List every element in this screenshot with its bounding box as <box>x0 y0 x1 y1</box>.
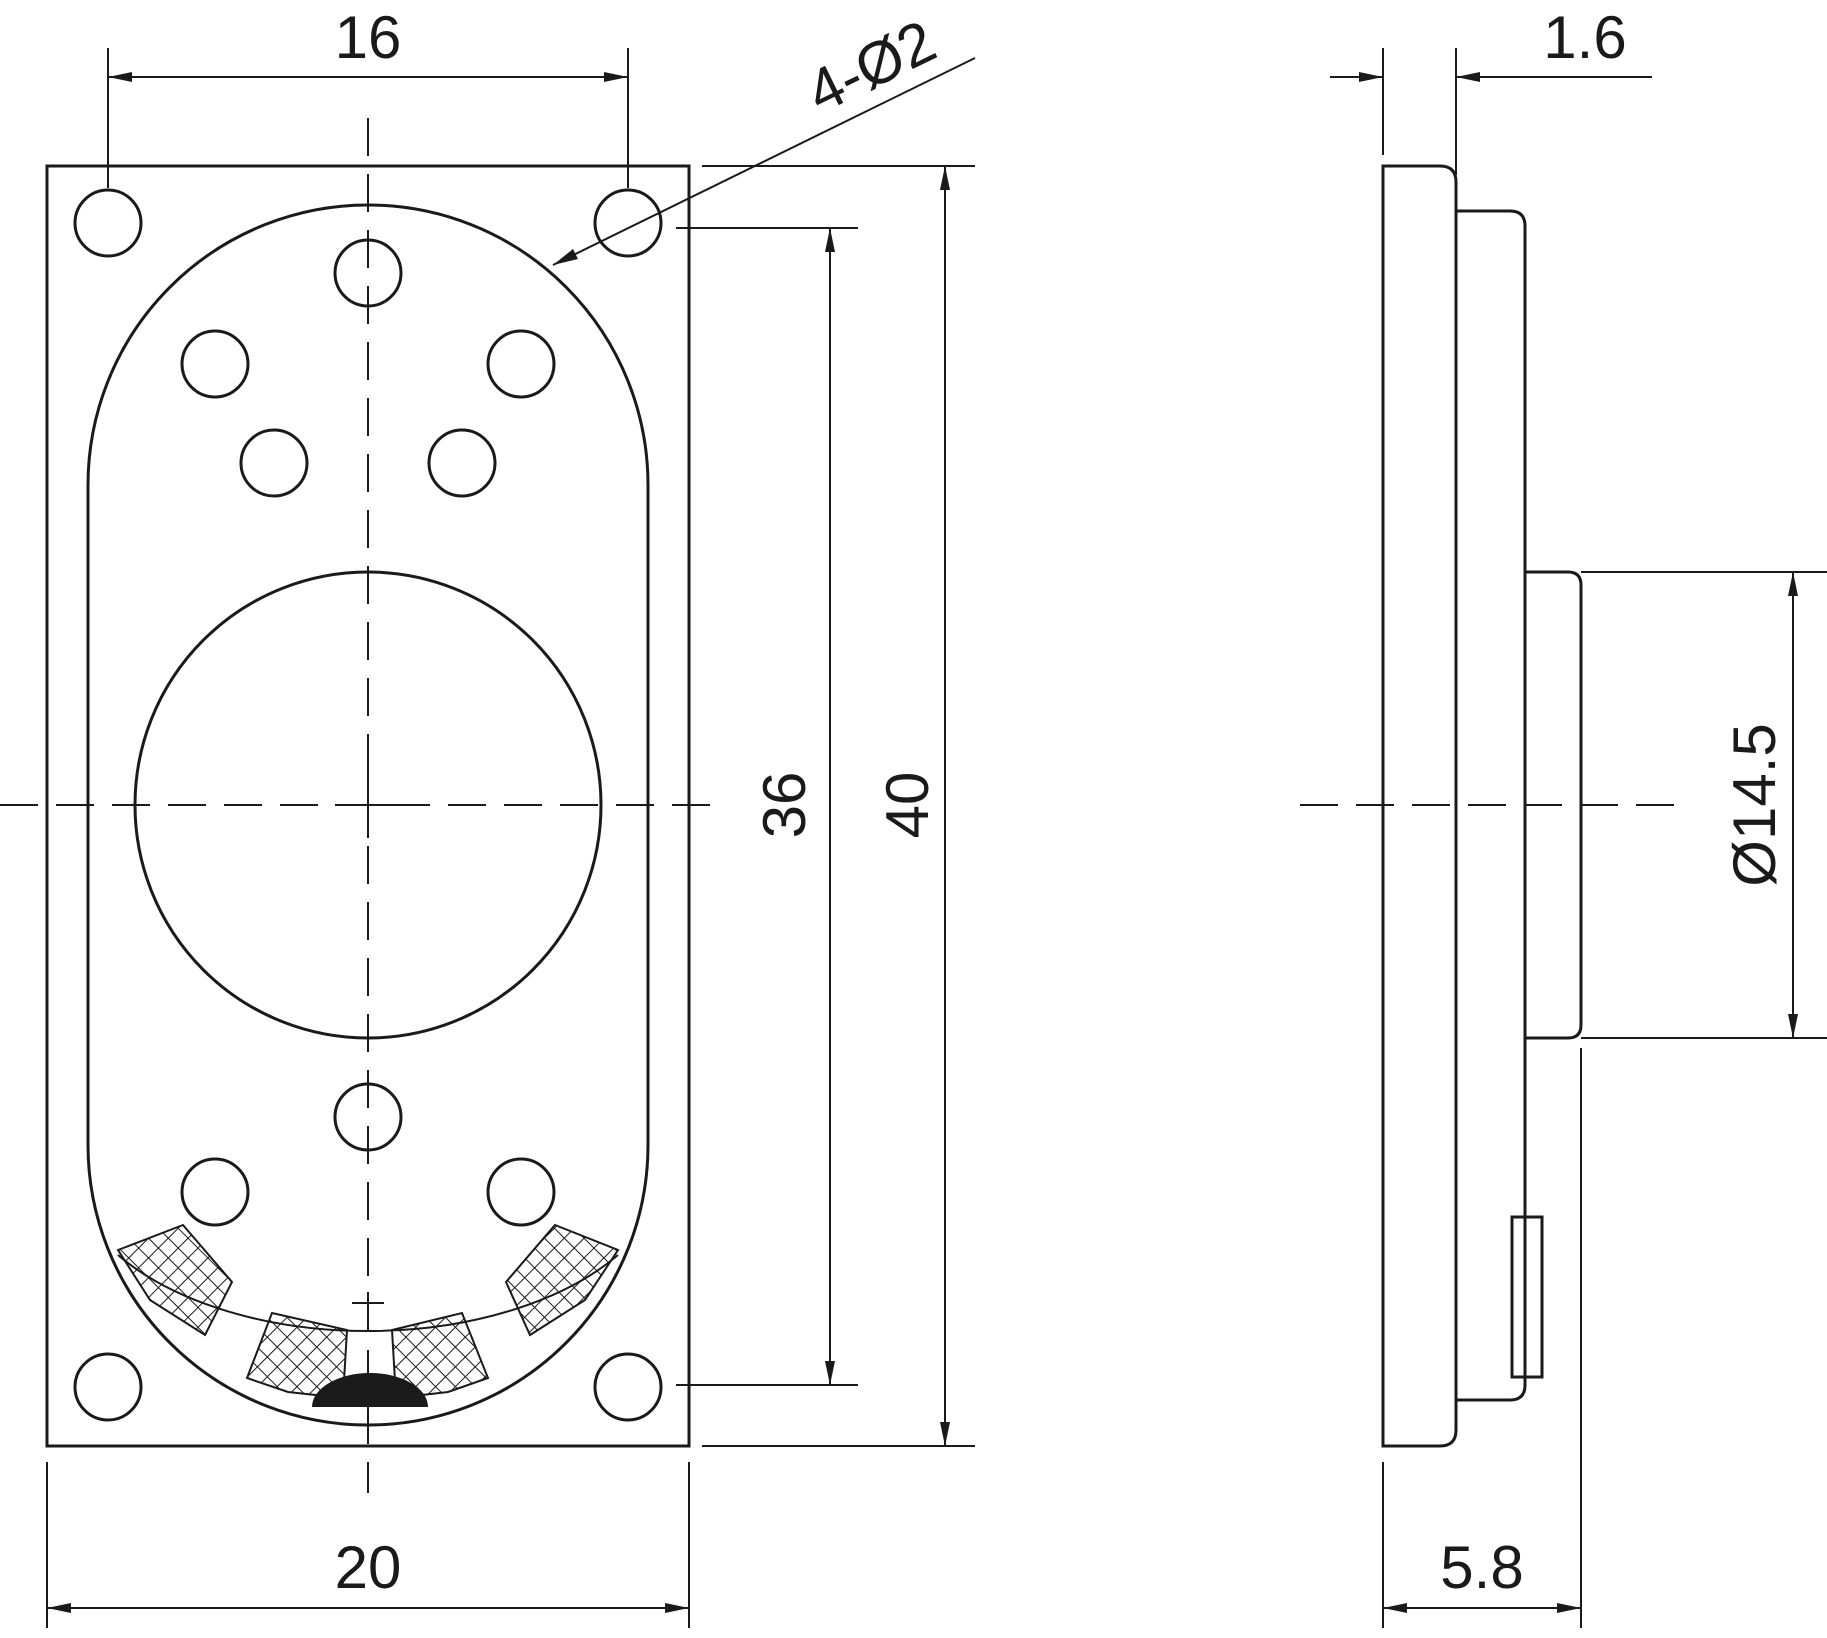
dimension-label: Ø14.5 <box>1721 723 1788 886</box>
dimension-label: 20 <box>335 1534 402 1601</box>
mount-hole-bottom-right <box>593 1352 663 1422</box>
speaker-oval-outline <box>86 203 650 1427</box>
sound-hole <box>180 1157 250 1227</box>
dimension-magnet-diameter: Ø14.5 <box>1581 571 1827 1039</box>
dimension-flange-thickness: 1.6 <box>1330 4 1652 175</box>
side-view <box>1300 164 1680 1448</box>
dimension-mount-holes: 4-Ø2 <box>552 7 976 266</box>
dimension-overall-width: 20 <box>46 1462 690 1628</box>
sound-hole <box>486 1157 556 1227</box>
front-view <box>0 118 727 1493</box>
dimension-overall-height: 40 <box>702 165 975 1447</box>
mount-hole-top-left <box>73 188 143 258</box>
hatched-pad-right-outer <box>504 1223 620 1337</box>
mount-hole-bottom-left <box>73 1352 143 1422</box>
dimension-label: 40 <box>874 772 941 839</box>
dimension-label: 1.6 <box>1543 4 1626 71</box>
mount-hole-top-right <box>593 188 663 258</box>
sound-hole <box>180 329 250 399</box>
terminal-black-pad <box>312 1373 428 1407</box>
side-terminal <box>1510 1215 1544 1379</box>
hatched-pad-left-outer <box>116 1223 234 1337</box>
dimension-hole-spacing-width: 16 <box>107 4 629 188</box>
dimension-overall-depth: 5.8 <box>1382 1048 1582 1628</box>
terminal-band <box>116 1223 620 1407</box>
dimension-label: 5.8 <box>1440 1534 1523 1601</box>
sound-hole <box>427 428 497 498</box>
hatched-pad-left-inner <box>245 1311 349 1400</box>
sound-hole <box>239 428 309 498</box>
sound-hole <box>486 329 556 399</box>
side-flange <box>1381 164 1458 1448</box>
dimension-label: 36 <box>751 772 818 839</box>
dimension-hole-spacing-height: 36 <box>676 227 858 1386</box>
dimension-label: 16 <box>335 4 402 71</box>
